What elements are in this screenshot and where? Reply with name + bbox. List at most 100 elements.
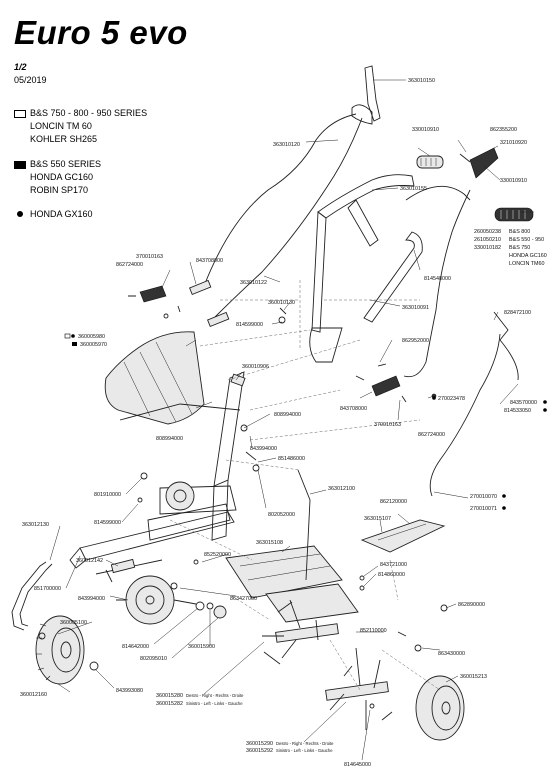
legend-line: HONDA GX160	[30, 209, 93, 219]
leader-lines	[49, 79, 534, 761]
bolt-852520000	[193, 559, 199, 565]
nut-801910000	[140, 472, 148, 480]
part-label: 843993080	[116, 688, 143, 694]
shield-lower	[265, 583, 359, 623]
nut-863427000	[170, 582, 178, 590]
part-label: 814860000	[378, 572, 405, 578]
part-label: 802095010	[140, 656, 167, 662]
dot-icon	[17, 211, 23, 217]
part-label: 270010071	[470, 506, 497, 512]
washer-814642000	[195, 601, 205, 611]
legend-entry-open-square: B&S 750 - 800 - 950 SERIES LONCIN TM 60 …	[14, 107, 148, 146]
part-label: B&S 550 - 950	[509, 237, 544, 243]
part-label: 360005970	[80, 342, 107, 348]
part-label: 270023478	[438, 396, 465, 402]
part-label: 814548000	[424, 276, 451, 282]
dot-icon	[543, 400, 547, 404]
part-label: 843994000	[78, 596, 105, 602]
tine-set-360015290	[325, 647, 393, 730]
dot-icon	[543, 408, 547, 412]
part-note: Destro - Right - Rechts - Droite	[276, 741, 334, 746]
frame-column	[119, 371, 246, 541]
bearing-802095010	[213, 605, 227, 619]
assembly-guides	[169, 280, 441, 691]
pin-360005100	[38, 632, 46, 640]
part-label: 360012160	[20, 692, 47, 698]
base-frame	[69, 511, 235, 583]
part-label: 814645000	[344, 762, 371, 768]
part-label: 360015290	[246, 741, 273, 747]
part-label: 321010920	[500, 140, 527, 146]
legend-entry-dot: HONDA GX160	[17, 208, 93, 221]
grip-330010910-lower	[494, 207, 534, 222]
part-label: 360015292	[246, 748, 273, 754]
part-label: 814533050	[504, 408, 531, 414]
part-label: 851486000	[278, 456, 305, 462]
part-label: 852110000	[360, 628, 387, 634]
filled-square-icon	[72, 342, 77, 346]
part-label: 828472100	[504, 310, 531, 316]
handlebar-assembly	[309, 65, 471, 363]
nut-808994000	[240, 424, 248, 432]
part-note: Destro - Right - Rechts - Droite	[186, 693, 244, 698]
part-label: 363015108	[256, 540, 283, 546]
page-info: 1/2 05/2019	[14, 61, 47, 87]
part-label: 330010910	[412, 127, 439, 133]
dot-icon	[432, 396, 436, 400]
part-label: 862355200	[490, 127, 517, 133]
part-label: 801910000	[94, 492, 121, 498]
part-label: 363015107	[364, 516, 391, 522]
dot-icon	[502, 506, 506, 510]
wheel-axle-tube-363012130	[11, 561, 53, 631]
part-label: 270010070	[470, 494, 497, 500]
part-label: 843708000	[340, 406, 367, 412]
part-label: 260050238	[474, 229, 501, 235]
part-label: 862952000	[402, 338, 429, 344]
legend-entry-filled-square: B&S 550 SERIES HONDA GC160 ROBIN SP170	[14, 158, 101, 197]
legend-line: KOHLER SH265	[30, 134, 98, 144]
diagram-title: Euro 5 evo	[14, 14, 188, 51]
part-label: 862724000	[116, 262, 143, 268]
open-square-icon	[64, 333, 71, 339]
part-label: 863427000	[230, 596, 257, 602]
bolt-852110000	[397, 631, 407, 637]
legend-line: B&S 750 - 800 - 950 SERIES	[30, 108, 148, 118]
part-note: Sinistro - Left - Links - Gauche	[276, 748, 333, 753]
part-label: 360015280	[156, 693, 183, 699]
nut-863430000	[414, 644, 422, 652]
part-label: 360005100	[60, 620, 87, 626]
tine-set-360015280	[262, 599, 339, 665]
open-square-icon	[14, 110, 26, 118]
part-label: 261050210	[474, 237, 501, 243]
clamp-370010163-lower	[355, 375, 407, 403]
part-label: 863430000	[438, 651, 465, 657]
part-label: 808994000	[274, 412, 301, 418]
part-label: 363012100	[328, 486, 355, 492]
part-label: 851700000	[34, 586, 61, 592]
bolt-360010130	[279, 307, 287, 315]
part-label: 360012142	[76, 558, 103, 564]
part-label: 363010091	[402, 305, 429, 311]
grip-330010910-upper	[416, 155, 444, 169]
part-label: 862724000	[418, 432, 445, 438]
clamp-370010163	[128, 285, 181, 313]
washer-843994000	[245, 451, 257, 461]
part-label: 360015213	[460, 674, 487, 680]
wheel-360012160	[35, 615, 85, 685]
part-label: 814642000	[122, 644, 149, 650]
screw-814645000	[369, 703, 375, 709]
part-label: B&S 750	[509, 245, 530, 251]
part-note: Sinistro - Left - Links - Gauche	[186, 701, 243, 706]
lever-321010920	[469, 147, 499, 179]
washer-843708000	[163, 313, 169, 319]
part-label: 360010130	[268, 300, 295, 306]
shield-363015107	[360, 519, 446, 553]
throttle-cables	[189, 113, 519, 497]
part-label: 843570000	[510, 400, 537, 406]
part-label: 862120000	[380, 499, 407, 505]
part-label: 808994000	[156, 436, 183, 442]
legend-line: ROBIN SP170	[30, 185, 89, 195]
bracket-828472100	[493, 311, 509, 341]
legend-line: LONCIN TM 60	[30, 121, 92, 131]
part-label: HONDA GC160	[509, 253, 547, 259]
